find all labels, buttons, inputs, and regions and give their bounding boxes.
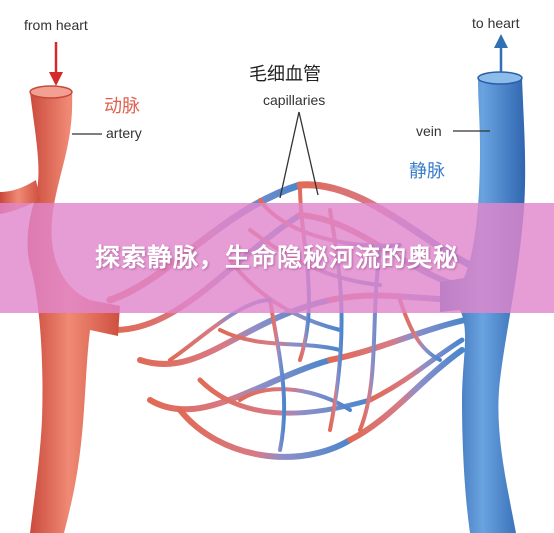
capillaries-leader-lines xyxy=(279,111,319,199)
arrow-from-heart xyxy=(49,42,63,86)
from-heart-label: from heart xyxy=(24,17,88,33)
artery-en-label: artery xyxy=(106,125,142,141)
capillaries-zh-label: 毛细血管 xyxy=(249,64,321,85)
banner-title: 探索静脉，生命隐秘河流的奥秘 xyxy=(94,243,459,272)
capillaries-en-label: capillaries xyxy=(263,92,326,108)
arrow-to-heart xyxy=(494,34,508,72)
title-banner: 探索静脉，生命隐秘河流的奥秘 xyxy=(0,203,554,313)
to-heart-label: to heart xyxy=(472,15,520,31)
vein-zh-label: 静脉 xyxy=(409,161,445,182)
vein-en-label: vein xyxy=(416,123,442,139)
artery-zh-label: 动脉 xyxy=(104,96,140,117)
